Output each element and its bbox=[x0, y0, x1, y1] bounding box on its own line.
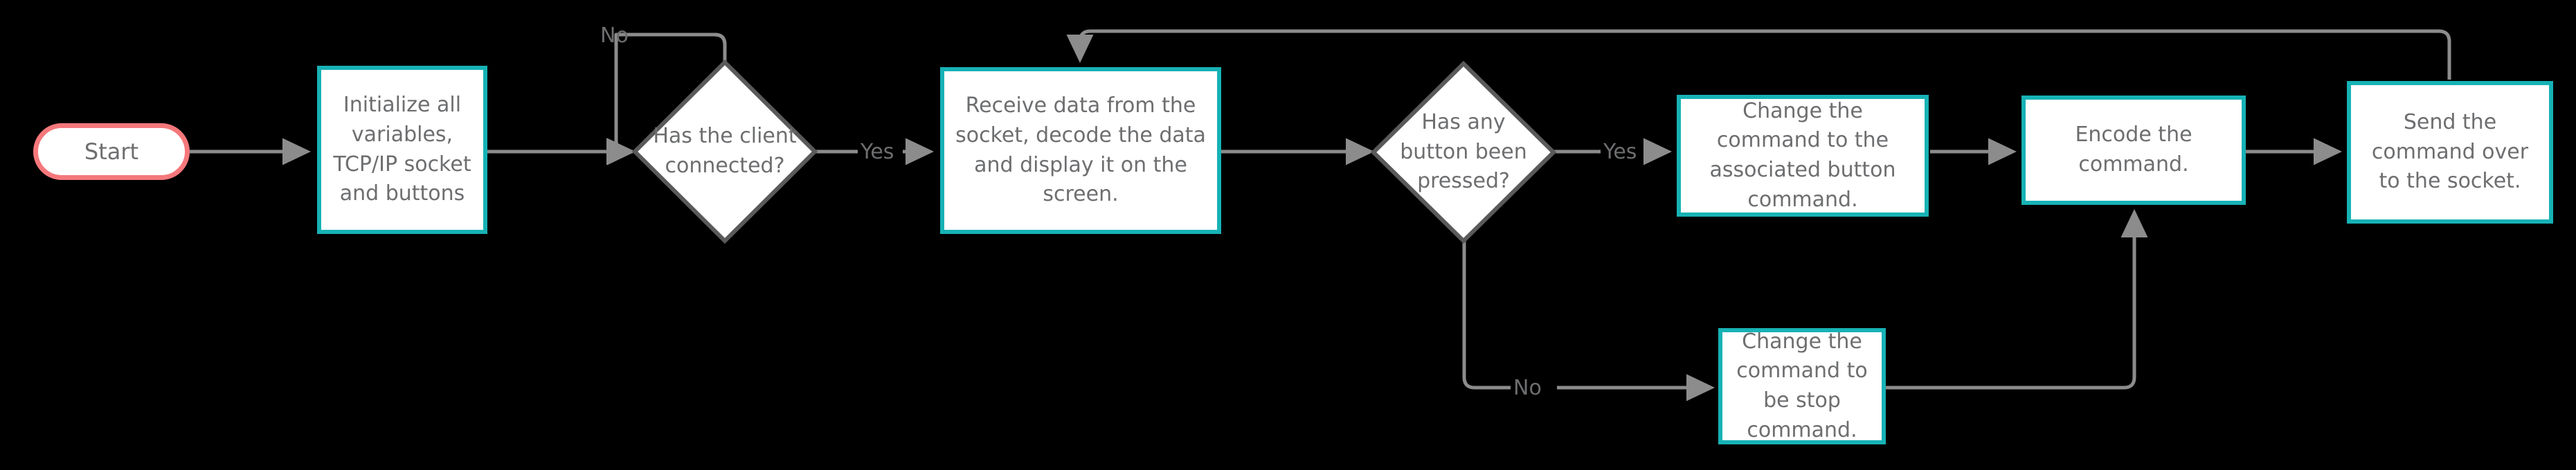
edge-label-client-yes: Yes bbox=[861, 140, 894, 164]
node-send-command-label: Send the command over to the socket. bbox=[2371, 110, 2529, 194]
edge-button-check-no-a bbox=[1462, 236, 1511, 390]
node-send-command[interactable]: Send the command over to the socket. bbox=[2347, 81, 2553, 224]
edge-stop-to-encode bbox=[1886, 208, 2148, 390]
decision-diamond-shape-2 bbox=[1371, 61, 1556, 244]
node-client-connected-decision[interactable]: Has the client connected? bbox=[632, 60, 818, 244]
node-associated-button-command[interactable]: Change the command to the associated but… bbox=[1677, 95, 1929, 217]
edge-client-check-no-loop-b bbox=[607, 33, 727, 165]
edge-send-to-receive-loop bbox=[1066, 29, 2451, 80]
node-button-pressed-decision[interactable]: Has any button been pressed? bbox=[1371, 61, 1556, 244]
node-stop-command-label: Change the command to be stop command. bbox=[1736, 329, 1868, 442]
edge-label-client-no: No bbox=[600, 24, 629, 48]
node-start[interactable]: Start bbox=[33, 123, 190, 180]
node-client-connected-label: Has the client connected? bbox=[653, 124, 797, 178]
node-encode-command-label: Encode the command. bbox=[2075, 123, 2192, 177]
node-encode-command[interactable]: Encode the command. bbox=[2021, 96, 2246, 205]
edge-label-button-no: No bbox=[1513, 376, 1542, 400]
edge-label-button-yes: Yes bbox=[1603, 140, 1637, 164]
node-start-label: Start bbox=[84, 138, 139, 165]
node-receive-data-label: Receive data from the socket, decode the… bbox=[955, 93, 1206, 207]
decision-diamond-shape bbox=[632, 60, 818, 244]
node-stop-command[interactable]: Change the command to be stop command. bbox=[1718, 328, 1886, 444]
node-button-pressed-label: Has any button been pressed? bbox=[1400, 110, 1527, 194]
node-associated-button-command-label: Change the command to the associated but… bbox=[1709, 98, 1896, 212]
node-initialize-label: Initialize all variables, TCP/IP socket … bbox=[333, 93, 471, 206]
node-receive-data[interactable]: Receive data from the socket, decode the… bbox=[940, 67, 1221, 234]
node-initialize[interactable]: Initialize all variables, TCP/IP socket … bbox=[317, 66, 487, 234]
